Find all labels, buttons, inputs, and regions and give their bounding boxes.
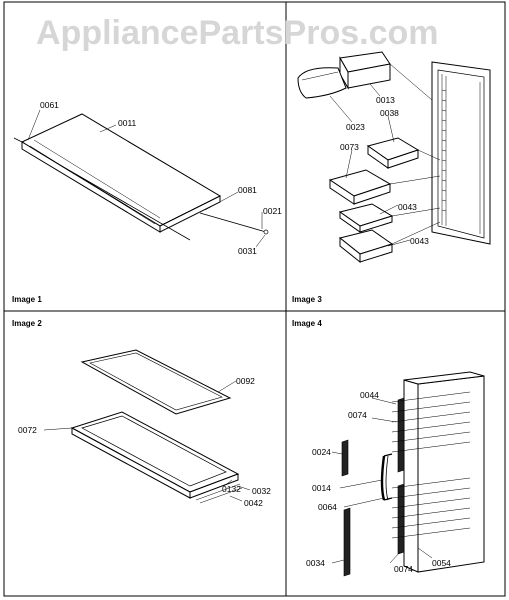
part-label: 0043: [398, 202, 417, 212]
panel-label-image-2: Image 2: [12, 319, 42, 328]
part-label: 0132: [222, 484, 241, 494]
part-label: 0034: [306, 558, 325, 568]
part-label: 0044: [360, 390, 379, 400]
part-label: 0073: [340, 142, 359, 152]
part-label: 0072: [18, 425, 37, 435]
part-label: 0038: [380, 108, 399, 118]
part-label: 0043: [410, 236, 429, 246]
part-label: 0011: [118, 118, 137, 128]
part-label: 0024: [312, 447, 331, 457]
part-label: 0054: [432, 558, 451, 568]
part-label: 0074: [348, 410, 367, 420]
part-label: 0092: [236, 376, 255, 386]
panel-label-image-1: Image 1: [12, 295, 42, 304]
part-label: 0021: [263, 206, 282, 216]
part-label: 0081: [238, 185, 257, 195]
panel-grid: [3, 1, 506, 597]
part-label: 0032: [252, 486, 271, 496]
image-4-door-handle-drawing: [331, 371, 485, 577]
part-label: 0042: [244, 498, 263, 508]
panel-label-image-3: Image 3: [292, 295, 322, 304]
part-label: 0014: [312, 483, 331, 493]
part-label: 0064: [318, 502, 337, 512]
panel-label-image-4: Image 4: [292, 319, 322, 328]
part-label: 0061: [40, 100, 59, 110]
part-label: 0013: [376, 95, 395, 105]
image-1-shelf-drawing: [13, 109, 269, 248]
part-label: 0031: [238, 246, 257, 256]
watermark-text: AppliancePartsPros.com: [36, 14, 438, 52]
image-2-frame-drawing: [43, 349, 251, 504]
part-label: 0023: [346, 122, 365, 132]
part-label: 0074: [394, 564, 413, 574]
image-3-door-bins-drawing: [297, 51, 491, 264]
